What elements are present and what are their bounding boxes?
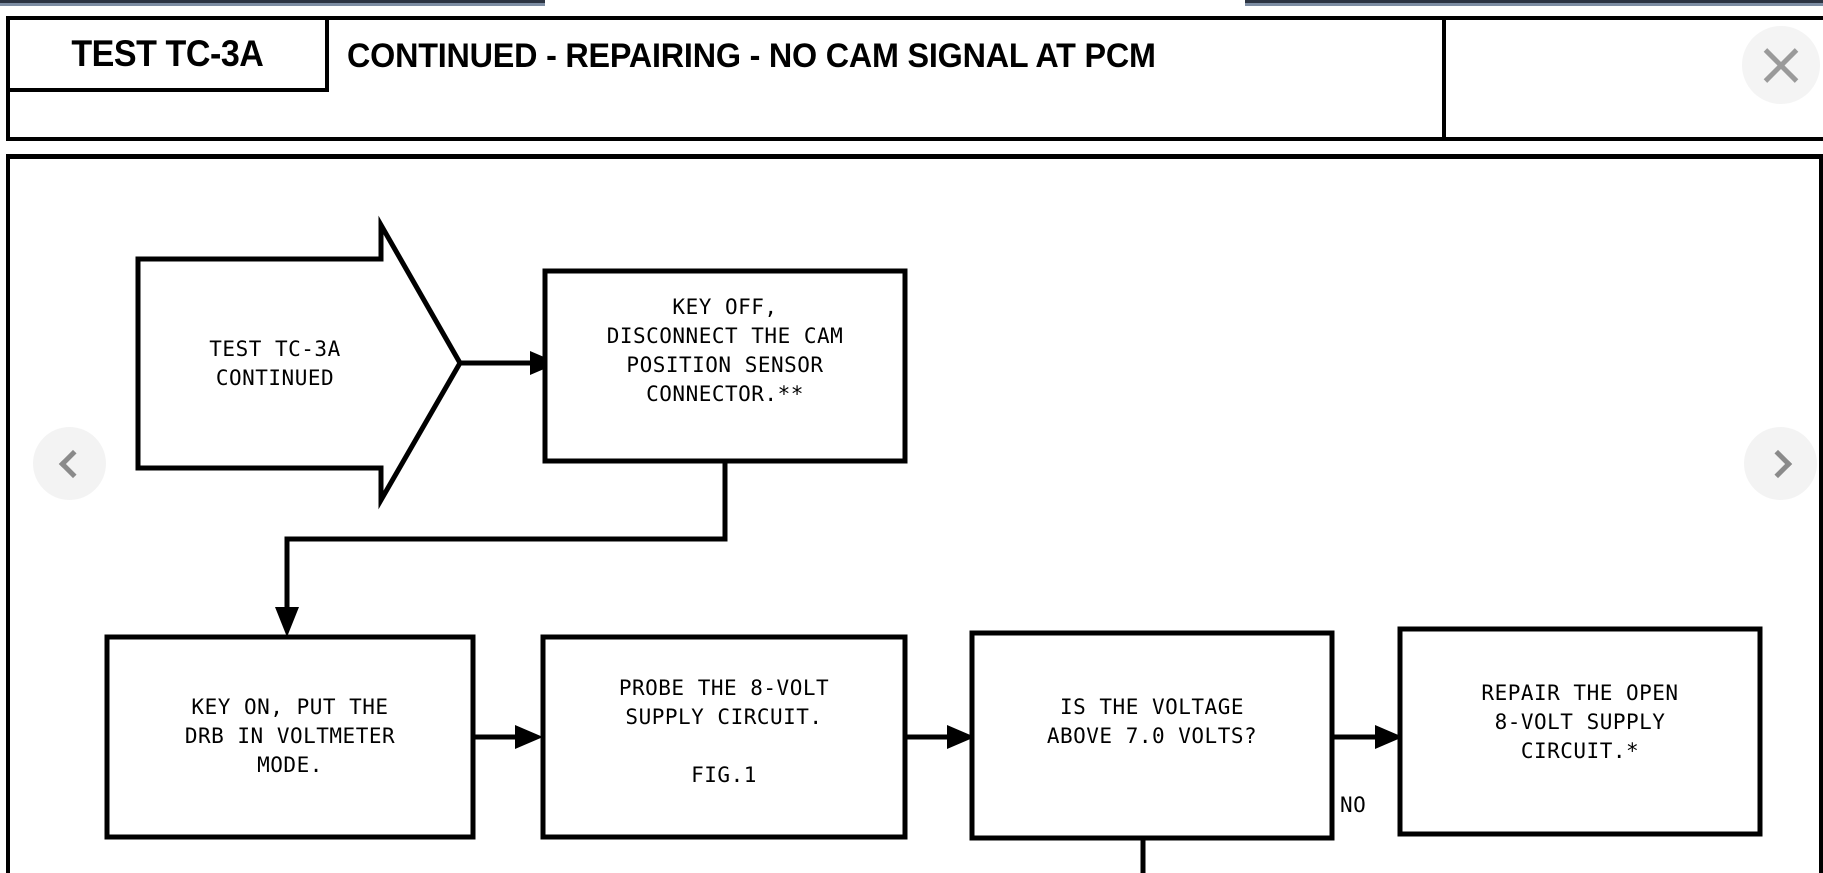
arrowhead-disconnect-to-keyon bbox=[275, 607, 299, 637]
repair-open-box bbox=[1397, 626, 1763, 837]
key-on-voltmeter-box bbox=[104, 634, 476, 840]
chevron-right-icon bbox=[1763, 449, 1792, 478]
document-header: TEST TC-3A CONTINUED - REPAIRING - NO CA… bbox=[6, 16, 1446, 141]
edge-disconnect-to-keyon bbox=[284, 461, 728, 607]
previous-page-button[interactable] bbox=[33, 427, 106, 500]
disconnect-sensor-label: KEY OFF, DISCONNECT THE CAM POSITION SEN… bbox=[606, 295, 844, 406]
flowchart-graphics bbox=[104, 215, 1763, 873]
key-on-voltmeter-label: KEY ON, PUT THE DRB IN VOLTMETER MODE. bbox=[184, 695, 396, 777]
header-top-rule-right bbox=[1446, 16, 1823, 20]
chrome-page-gap bbox=[545, 0, 1245, 8]
disconnect-sensor-box bbox=[542, 268, 908, 464]
test-id-label: TEST TC-3A bbox=[71, 33, 264, 74]
flowchart-frame-right-rule bbox=[1819, 154, 1823, 873]
voltage-decision-box bbox=[969, 630, 1335, 841]
repair-open-label: REPAIR THE OPEN 8-VOLT SUPPLY CIRCUIT.* bbox=[1481, 681, 1679, 763]
window-chrome-strip bbox=[0, 0, 1823, 8]
test-id-badge: TEST TC-3A bbox=[10, 20, 329, 92]
probe-supply-label: PROBE THE 8-VOLT SUPPLY CIRCUIT. bbox=[618, 676, 830, 729]
close-icon bbox=[1759, 43, 1803, 87]
header-bottom-rule-right bbox=[1446, 137, 1823, 141]
arrowhead-decision-no bbox=[1375, 725, 1403, 749]
voltage-decision-label: IS THE VOLTAGE ABOVE 7.0 VOLTS? bbox=[1046, 695, 1258, 748]
arrowhead-keyon-to-probe bbox=[515, 725, 543, 749]
chevron-left-icon bbox=[58, 449, 87, 478]
start-arrow-shape bbox=[135, 215, 463, 510]
start-arrow-label: TEST TC-3A CONTINUED bbox=[209, 337, 341, 390]
flowchart-frame: TEST TC-3A CONTINUED KEY OFF, DISCONNECT… bbox=[6, 154, 1823, 873]
document-page: TEST TC-3A CONTINUED - REPAIRING - NO CA… bbox=[0, 6, 1823, 873]
close-button[interactable] bbox=[1742, 26, 1820, 104]
page-title: CONTINUED - REPAIRING - NO CAM SIGNAL AT… bbox=[347, 36, 1156, 75]
next-page-button[interactable] bbox=[1744, 427, 1817, 500]
branch-no-label: NO bbox=[1340, 793, 1367, 817]
probe-supply-fig-label: FIG.1 bbox=[691, 763, 757, 787]
probe-supply-box bbox=[540, 634, 908, 840]
arrowhead-probe-to-decision bbox=[947, 725, 975, 749]
